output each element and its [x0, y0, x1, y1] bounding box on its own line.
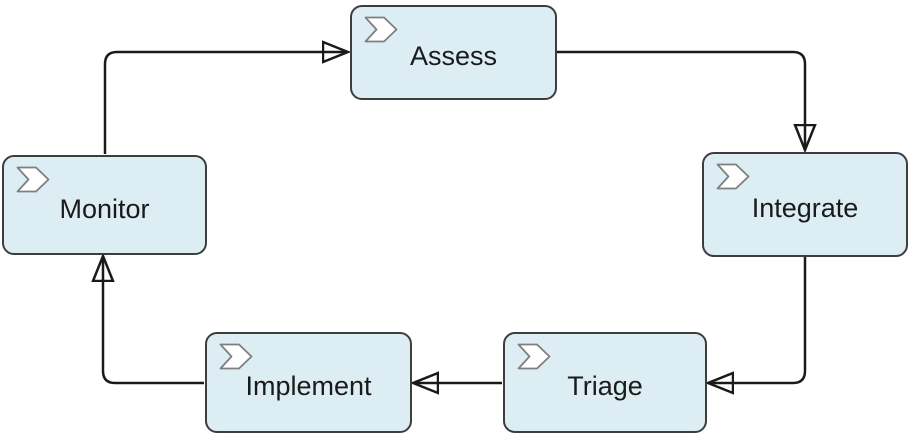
- process-chevron-icon: [16, 166, 50, 193]
- process-chevron-icon: [219, 343, 253, 370]
- node-label-implement: Implement: [245, 371, 372, 401]
- node-triage[interactable]: Triage: [503, 332, 707, 433]
- process-chevron-icon: [716, 163, 750, 190]
- node-label-triage: Triage: [567, 371, 643, 401]
- node-label-assess: Assess: [409, 41, 498, 71]
- node-integrate[interactable]: Integrate: [702, 152, 908, 257]
- node-assess[interactable]: Assess: [350, 5, 557, 100]
- connector-implement-monitor: [103, 256, 204, 385]
- connector-assess-integrate: [557, 50, 805, 150]
- process-chevron-icon: [517, 343, 551, 370]
- connector-monitor-assess: [103, 52, 348, 154]
- node-label-integrate: Integrate: [751, 193, 859, 223]
- process-chevron-icon: [364, 16, 398, 43]
- node-monitor[interactable]: Monitor: [2, 155, 207, 255]
- connector-integrate-triage: [708, 257, 807, 383]
- node-implement[interactable]: Implement: [205, 332, 412, 433]
- node-label-monitor: Monitor: [59, 193, 150, 224]
